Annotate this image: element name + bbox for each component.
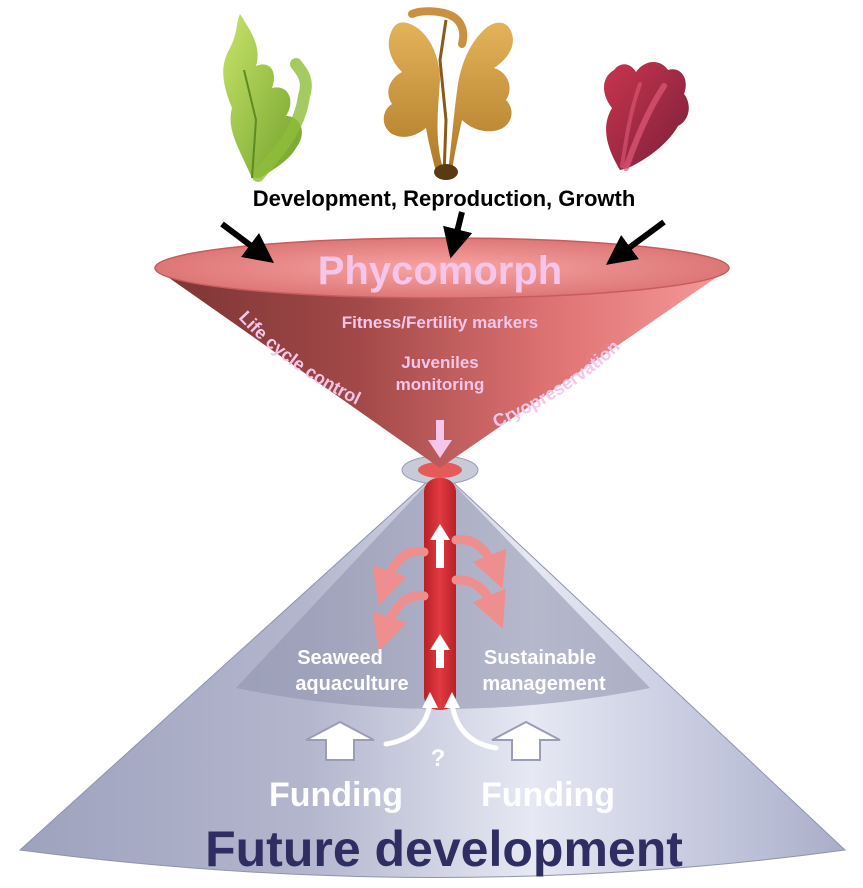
bottom-title: Future development xyxy=(205,821,683,877)
top-label: Development, Reproduction, Growth xyxy=(253,186,636,211)
sustainable-label-line2: management xyxy=(482,673,606,695)
red-stem xyxy=(424,478,456,710)
green-seaweed-icon xyxy=(223,14,312,182)
red-seaweed-icon xyxy=(604,61,689,171)
phycomorph-funnel xyxy=(154,237,730,468)
white-arrowhead-icon xyxy=(422,692,460,708)
funding-right-label: Funding xyxy=(481,776,615,814)
funding-left-label: Funding xyxy=(269,776,403,814)
funnel-center-line3: monitoring xyxy=(396,375,485,394)
funnel-title: Phycomorph xyxy=(318,249,562,293)
down-arrow-icon xyxy=(428,420,452,458)
sustainable-label-line1: Sustainable xyxy=(484,647,596,669)
brown-kelp-icon xyxy=(383,7,513,180)
question-mark: ? xyxy=(431,745,446,772)
white-curved-arrow-icon xyxy=(383,701,499,751)
up-arrow-icon xyxy=(430,524,450,668)
input-arrow-icon xyxy=(220,211,666,265)
funding-arrow-icon xyxy=(305,720,561,761)
funnel-center-line1: Fitness/Fertility markers xyxy=(342,313,539,332)
spill-arrow-icon xyxy=(372,535,507,652)
seaweed-label-line1: Seaweed xyxy=(297,647,383,669)
seaweed-label-line2: aquaculture xyxy=(295,673,408,695)
funnel-center-line2: Juveniles xyxy=(401,353,479,372)
